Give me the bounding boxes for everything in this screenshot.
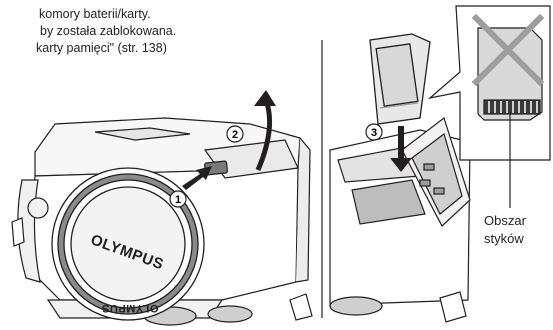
body-brand-text: OLYMPUS: [102, 302, 159, 314]
sd-card-inserting-illustration: [370, 34, 430, 124]
contact-area-label-line1: Obszar: [484, 212, 526, 230]
contact-area-label-line2: styków: [484, 230, 524, 248]
step-3-number: 3: [371, 127, 377, 139]
step-2-number: 2: [232, 129, 238, 141]
step-1-number: 1: [175, 194, 181, 206]
